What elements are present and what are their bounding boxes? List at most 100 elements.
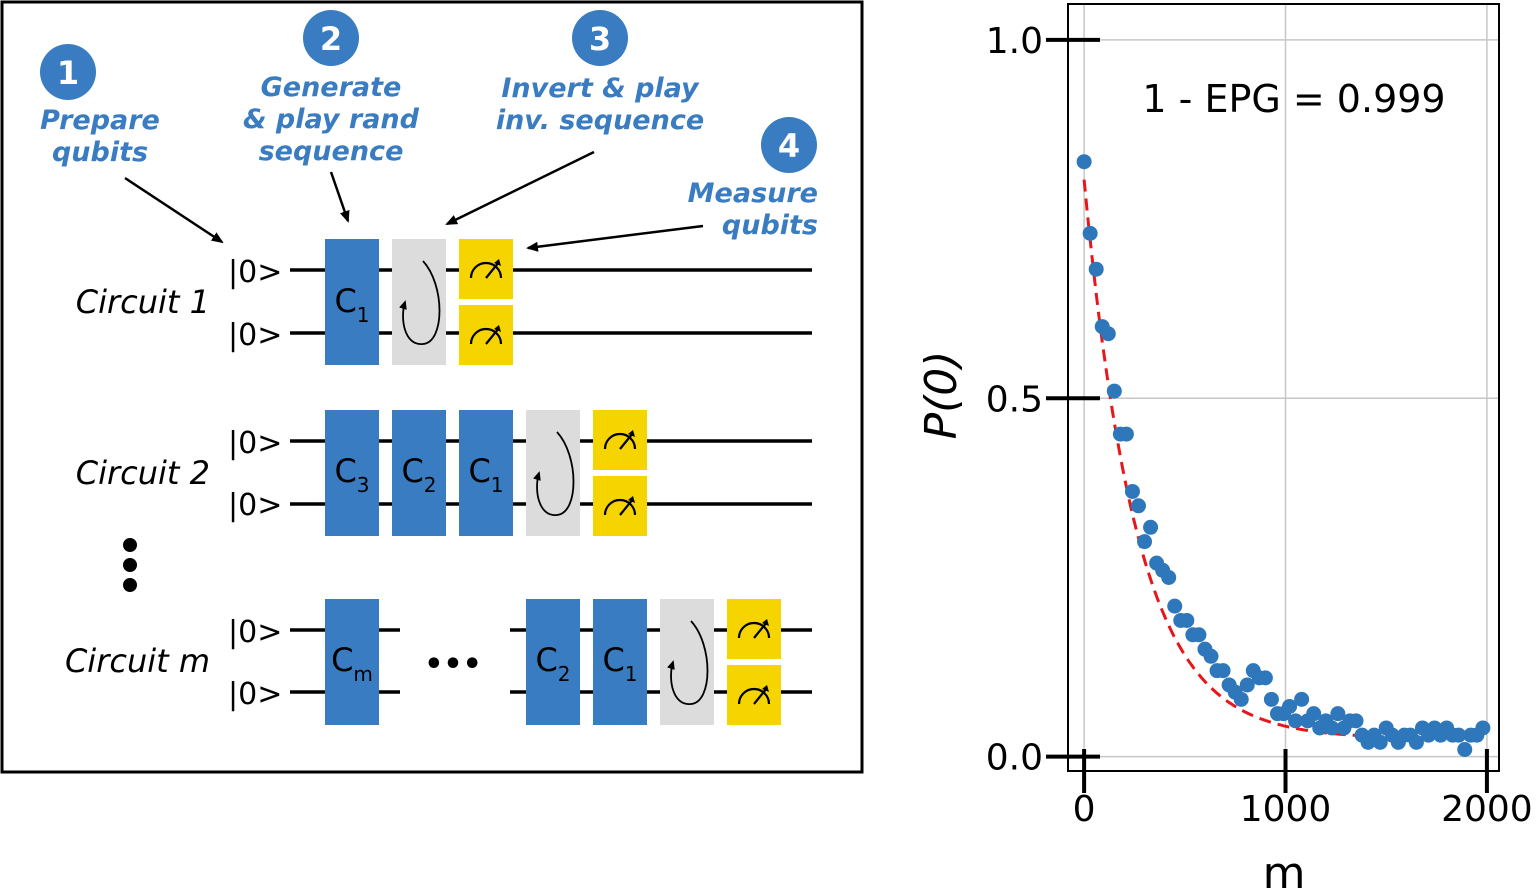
inverse-arrow-icon bbox=[399, 260, 441, 345]
step-1-arrow bbox=[124, 176, 224, 244]
data-point bbox=[1203, 648, 1219, 664]
data-point bbox=[1215, 663, 1231, 679]
data-point bbox=[1306, 706, 1322, 722]
data-point bbox=[1130, 498, 1146, 514]
y-tick-label: 0.0 bbox=[986, 738, 1043, 779]
clifford-gate bbox=[325, 599, 379, 725]
step-1-badge bbox=[40, 44, 96, 100]
x-tick-label: 1000 bbox=[1240, 789, 1332, 830]
step-4-arrow bbox=[526, 224, 704, 252]
circuit-m-label: Circuit m bbox=[65, 642, 210, 680]
step-2-badge bbox=[303, 10, 359, 66]
step-1-line1: Prepare bbox=[40, 105, 160, 136]
fit-curve bbox=[1082, 179, 1483, 740]
measure-gate bbox=[459, 239, 513, 299]
step-3: 3 Invert & play inv. sequence bbox=[445, 10, 704, 226]
data-point bbox=[1330, 706, 1346, 722]
gate-label: C2 bbox=[535, 641, 570, 686]
data-point bbox=[1257, 670, 1273, 686]
measure-gate bbox=[727, 665, 781, 725]
circuit-1: Circuit 1 |0> |0> C1 bbox=[76, 239, 812, 365]
data-point bbox=[1137, 534, 1153, 550]
data-point bbox=[1106, 383, 1122, 399]
step-3-line2: inv. sequence bbox=[496, 105, 704, 136]
ellipsis-dot bbox=[123, 578, 137, 592]
data-point bbox=[1124, 483, 1140, 499]
inverse-gate bbox=[660, 599, 714, 725]
fit-layer bbox=[1082, 179, 1483, 740]
gate-label: Cm bbox=[331, 641, 373, 686]
inverse-gate bbox=[526, 410, 580, 536]
data-point bbox=[1179, 612, 1195, 628]
data-point bbox=[1233, 691, 1249, 707]
step-2-number: 2 bbox=[320, 20, 342, 58]
data-point bbox=[1288, 713, 1304, 729]
data-point bbox=[1239, 677, 1255, 693]
data-point bbox=[1372, 734, 1388, 750]
step-2-line3: sequence bbox=[259, 136, 404, 167]
inverse-arrow-icon bbox=[667, 620, 709, 705]
ellipsis-dot bbox=[123, 538, 137, 552]
axis-ticks: 0 1000 2000 0.0 0.5 1.0 bbox=[986, 21, 1533, 830]
measure-gate bbox=[459, 305, 513, 365]
circuit-1-label: Circuit 1 bbox=[76, 283, 210, 321]
circuit-m-ket-top: |0> bbox=[228, 615, 282, 650]
y-axis-label: P(0) bbox=[916, 351, 967, 440]
y-tick-label: 0.5 bbox=[986, 379, 1043, 420]
measure-gate bbox=[727, 599, 781, 659]
ellipsis-dot bbox=[123, 558, 137, 572]
clifford-gate bbox=[325, 239, 379, 365]
gate-label: C1 bbox=[602, 641, 637, 686]
step-1-number: 1 bbox=[57, 54, 79, 92]
clifford-gate bbox=[593, 599, 647, 725]
data-point bbox=[1457, 741, 1473, 757]
data-point bbox=[1191, 627, 1207, 643]
measure-gate bbox=[593, 476, 647, 536]
data-point bbox=[1167, 598, 1183, 614]
clifford-gate bbox=[392, 410, 446, 536]
data-point bbox=[1118, 426, 1134, 442]
data-point bbox=[1324, 720, 1340, 736]
measure-gate bbox=[593, 410, 647, 470]
inverse-gate bbox=[392, 239, 446, 365]
step-4-badge bbox=[761, 117, 817, 173]
protocol-diagram: 1 Prepare qubits 2 Generate & play rand … bbox=[0, 0, 864, 774]
plot-frame bbox=[1067, 3, 1500, 772]
data-point bbox=[1282, 698, 1298, 714]
y-tick-label: 1.0 bbox=[986, 21, 1043, 62]
step-1-line2: qubits bbox=[52, 137, 148, 168]
gate-label: C2 bbox=[401, 452, 436, 497]
step-2-line2: & play rand bbox=[243, 104, 420, 135]
data-point bbox=[1076, 154, 1092, 170]
x-tick-label: 2000 bbox=[1441, 789, 1533, 830]
step-3-number: 3 bbox=[589, 20, 611, 58]
step-4-line1: Measure bbox=[688, 178, 818, 209]
step-2: 2 Generate & play rand sequence bbox=[243, 10, 420, 223]
clifford-gate bbox=[325, 410, 379, 536]
step-3-badge bbox=[572, 10, 628, 66]
clifford-gate bbox=[526, 599, 580, 725]
data-point bbox=[1451, 727, 1467, 743]
data-point bbox=[1088, 261, 1104, 277]
data-point bbox=[1082, 225, 1098, 241]
data-point bbox=[1161, 569, 1177, 585]
gate-label: C1 bbox=[468, 452, 503, 497]
vertical-ellipsis bbox=[123, 538, 137, 592]
circuit-2: Circuit 2 |0> |0> C3 C2 C1 bbox=[76, 410, 812, 536]
step-2-line1: Generate bbox=[261, 72, 402, 103]
circuit-2-ket-bottom: |0> bbox=[228, 488, 282, 523]
step-4-number: 4 bbox=[778, 127, 800, 165]
step-3-line1: Invert & play bbox=[501, 73, 700, 104]
step-1: 1 Prepare qubits bbox=[40, 44, 224, 244]
gate-label: C3 bbox=[334, 452, 369, 497]
circuit-1-ket-top: |0> bbox=[228, 255, 282, 290]
data-point bbox=[1408, 734, 1424, 750]
circuit-2-ket-top: |0> bbox=[228, 426, 282, 461]
x-tick-label: 0 bbox=[1073, 789, 1096, 830]
plot-grid bbox=[1068, 4, 1499, 771]
clifford-gate bbox=[459, 410, 513, 536]
step-2-arrow bbox=[329, 171, 350, 223]
circuit-m-ket-bottom: |0> bbox=[228, 677, 282, 712]
epg-annotation: 1 - EPG = 0.999 bbox=[1142, 77, 1445, 121]
